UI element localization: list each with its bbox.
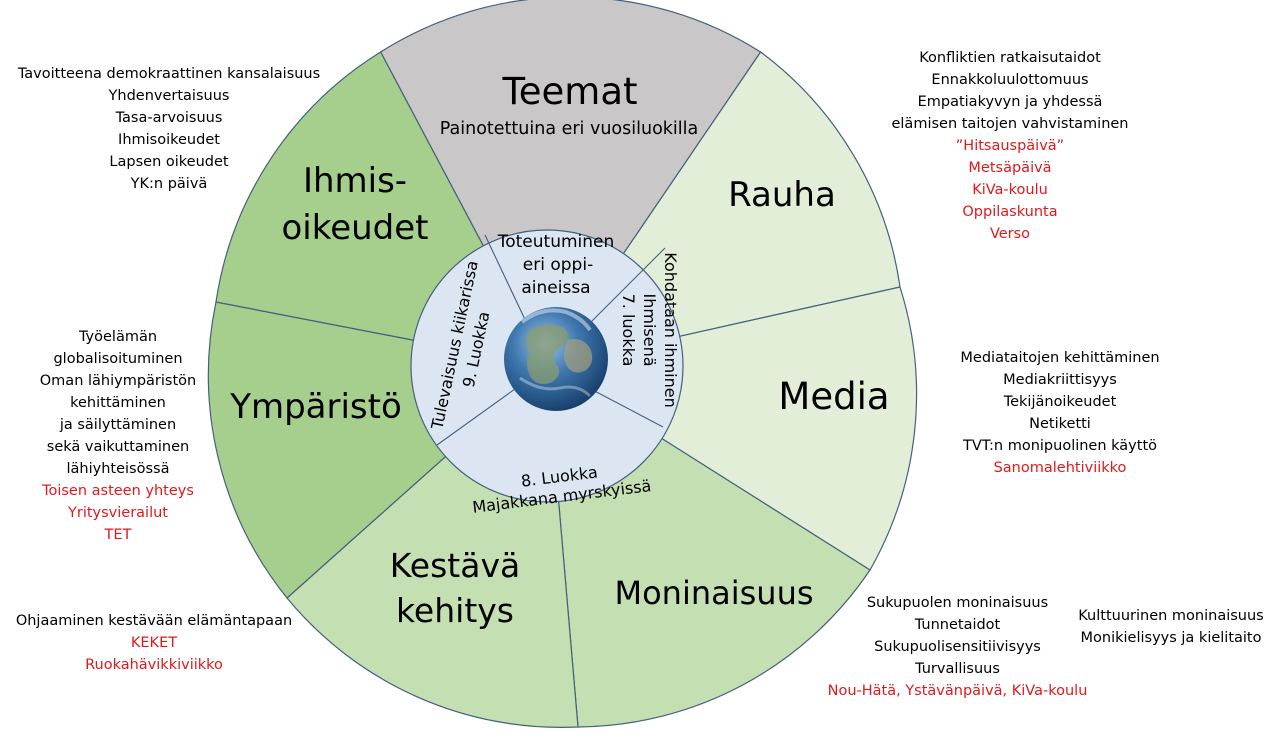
- inner-top-line-1: Toteutuminen: [497, 232, 615, 252]
- note-line-rauha-black-1: Ennakkoluulottomuus: [931, 72, 1089, 88]
- inner-right-line-1: Kohdataan ihminen: [661, 252, 680, 407]
- note-line-ihmisoikeudet-black-3: Ihmisoikeudet: [118, 132, 220, 148]
- theme-kestava-label-2: kehitys: [396, 591, 514, 630]
- note-line-ymparisto-black-4: ja säilyttäminen: [59, 417, 177, 433]
- note-line-ymparisto-black-1: globalisoituminen: [53, 351, 183, 367]
- sector-teemat: [379, 0, 762, 368]
- note-line-ymparisto-black-6: lähiyhteisössä: [66, 461, 170, 477]
- note-line-media-black-2: Tekijänoikeudet: [1003, 394, 1117, 410]
- earth-globe-icon: [504, 307, 608, 411]
- note-line-ihmisoikeudet-black-2: Tasa-arvoisuus: [115, 110, 223, 126]
- note-line-kestava-red-1: Ruokahävikkiviikko: [85, 657, 223, 673]
- note-line-ymparisto-black-2: Oman lähiympäristön: [39, 373, 197, 389]
- note-line-rauha-black-3: elämisen taitojen vahvistaminen: [891, 116, 1129, 132]
- note-line-rauha-black-0: Konfliktien ratkaisutaidot: [919, 50, 1101, 66]
- note-line-kestava-black-0: Ohjaaminen kestävään elämäntapaan: [15, 613, 293, 629]
- inner-top-line-3: aineissa: [521, 278, 590, 298]
- theme-kestava-label-1: Kestävä: [390, 546, 520, 585]
- note-line-ihmisoikeudet-black-4: Lapsen oikeudet: [109, 154, 229, 170]
- note-line-media-black-3: Netiketti: [1029, 416, 1091, 432]
- note-line-moninaisuus-black-2: Sukupuolisensitiivisyys: [874, 639, 1041, 655]
- note-line-kulttuuri-black-1: Monikielisyys ja kielitaito: [1080, 630, 1262, 646]
- note-line-moninaisuus-black-0: Sukupuolen moninaisuus: [866, 595, 1049, 611]
- inner-right-line-2: Ihmisenä: [640, 293, 659, 366]
- note-line-rauha-red-2: KiVa-koulu: [972, 182, 1048, 198]
- note-line-ymparisto-red-1: Yritysvierailut: [68, 505, 168, 521]
- teemat-subtitle: Painotettuina eri vuosiluokilla: [440, 119, 698, 139]
- note-line-ymparisto-red-0: Toisen asteen yhteys: [42, 483, 194, 499]
- note-line-rauha-red-4: Verso: [989, 226, 1031, 242]
- note-line-rauha-red-1: Metsäpäivä: [968, 160, 1052, 176]
- note-line-ymparisto-red-2: TET: [104, 527, 132, 543]
- note-line-moninaisuus-red-0: Nou-Hätä, Ystävänpäivä, KiVa-koulu: [827, 683, 1088, 699]
- note-line-kestava-red-0: KEKET: [130, 635, 178, 651]
- note-line-ymparisto-black-3: kehittäminen: [70, 395, 166, 411]
- note-line-moninaisuus-black-1: Tunnetaidot: [914, 617, 1001, 633]
- theme-ihmisoikeudet-label-1: Ihmis-: [303, 161, 407, 201]
- note-line-ymparisto-black-0: Työelämän: [78, 329, 158, 345]
- note-line-media-black-4: TVT:n monipuolinen käyttö: [962, 438, 1158, 454]
- teemat-title: Teemat: [501, 70, 637, 113]
- theme-ihmisoikeudet-label-2: oikeudet: [281, 208, 428, 248]
- note-line-media-black-0: Mediataitojen kehittäminen: [960, 350, 1160, 366]
- note-line-media-red-0: Sanomalehtiviikko: [993, 460, 1127, 476]
- note-line-kulttuuri-black-0: Kulttuurinen moninaisuus: [1078, 608, 1264, 624]
- note-line-media-black-1: Mediakriittisyys: [1003, 372, 1117, 388]
- theme-moninaisuus-label: Moninaisuus: [614, 574, 813, 612]
- inner-right-line-3: 7. luokka: [619, 294, 638, 367]
- inner-top-line-2: eri oppi-: [523, 255, 593, 275]
- theme-ymparisto-label: Ympäristö: [229, 387, 402, 427]
- note-line-rauha-black-2: Empatiakyvyn ja yhdessä: [917, 94, 1103, 110]
- theme-rauha-label: Rauha: [728, 175, 836, 215]
- note-line-ihmisoikeudet-black-0: Tavoitteena demokraattinen kansalaisuus: [17, 66, 321, 82]
- note-line-ihmisoikeudet-black-5: YK:n päivä: [130, 176, 208, 192]
- note-line-moninaisuus-black-3: Turvallisuus: [915, 661, 1000, 677]
- note-line-rauha-red-3: Oppilaskunta: [962, 204, 1058, 220]
- theme-media-label: Media: [778, 375, 889, 418]
- note-line-rauha-red-0: ”Hitsauspäivä”: [955, 138, 1065, 154]
- note-line-ymparisto-black-5: sekä vaikuttaminen: [46, 439, 190, 455]
- note-line-ihmisoikeudet-black-1: Yhdenvertaisuus: [108, 88, 230, 104]
